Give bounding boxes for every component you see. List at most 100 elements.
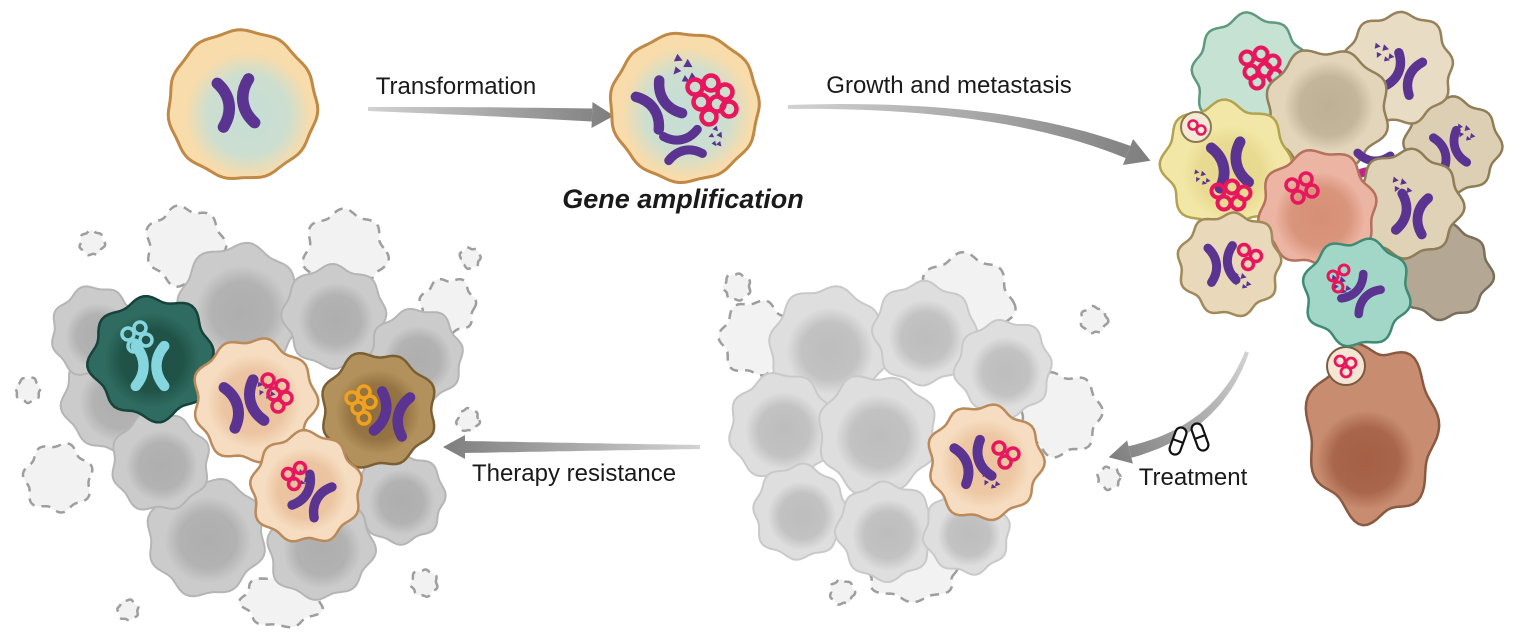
- cells-layer: [14, 10, 1504, 629]
- tumor-cell-yellow: [1158, 98, 1293, 233]
- ecdna-ring: [1252, 45, 1270, 63]
- dying-cell: [871, 279, 979, 387]
- chromosome-icon: [949, 434, 997, 490]
- ecdna-ring: [120, 326, 136, 342]
- label-treatment: Treatment: [1139, 464, 1248, 491]
- dead-cell-outline: [21, 442, 94, 514]
- chromosome-icon: [1203, 241, 1241, 287]
- treatment-arrow: [1108, 351, 1249, 464]
- nucleus: [298, 282, 374, 358]
- chromosome-fragments: [1392, 176, 1413, 196]
- nucleus: [786, 307, 874, 395]
- ecdna-ring: [286, 476, 302, 492]
- chromosome-fragments: [1233, 271, 1252, 289]
- chromosome-icon: [1380, 47, 1428, 101]
- chromosome-fragments: [673, 53, 698, 83]
- chromosome-icon: [659, 124, 707, 166]
- pill-icon: [1168, 426, 1188, 456]
- ecdna-ring: [701, 73, 721, 93]
- nucleus: [835, 394, 923, 482]
- ecdna-ring: [1248, 248, 1264, 264]
- pill-icon: [1190, 422, 1210, 452]
- nucleus: [335, 369, 421, 455]
- dead-cell-outline: [458, 246, 482, 271]
- ecdna-ring: [356, 410, 372, 426]
- dying-cell: [952, 319, 1053, 419]
- surviving-cell: [927, 403, 1046, 522]
- therapy-resistance-arrow: [443, 435, 700, 459]
- label-gene-amplification: Gene amplification: [562, 184, 804, 214]
- ecdna-ring: [699, 107, 719, 127]
- nucleus: [369, 469, 435, 535]
- chromosome-fragments: [1194, 169, 1211, 185]
- label-growth-and-metastasis: Growth and metastasis: [826, 72, 1071, 99]
- transformed-cell: [608, 31, 761, 185]
- tumor-cell-pink: [1256, 148, 1378, 270]
- chromosome-icon: [1390, 188, 1434, 240]
- ecdna-ring: [1326, 269, 1340, 283]
- ecdna-ring: [1005, 446, 1021, 462]
- ecdna-ring: [270, 398, 286, 414]
- dead-cell-outline: [14, 376, 42, 405]
- ecdna-ring: [1298, 171, 1314, 187]
- ecdna-ring: [138, 332, 154, 348]
- ecdna-ring: [1187, 119, 1199, 131]
- dead-cell-outline: [454, 406, 482, 433]
- chromosome-icon: [630, 75, 688, 135]
- tumor-cell-tan-bottom: [1176, 211, 1283, 318]
- resistant-cell-brown: [321, 351, 436, 469]
- chromosome-icon: [1337, 269, 1385, 319]
- nucleus: [126, 430, 198, 502]
- ecdna-ring: [126, 338, 142, 354]
- nucleus: [745, 392, 823, 470]
- dying-cell: [280, 263, 388, 370]
- ecdna-ring: [1337, 263, 1351, 277]
- nucleus: [888, 299, 964, 375]
- dead-cell-outline: [1096, 465, 1122, 492]
- resistant-cell-teal: [86, 294, 215, 424]
- label-therapy-resistance: Therapy resistance: [472, 460, 676, 487]
- dying-cell: [833, 480, 937, 583]
- chromosome-fragments: [708, 125, 723, 147]
- ecdna-ring: [278, 390, 294, 406]
- dying-cell: [728, 372, 837, 481]
- ecdna-ring: [997, 454, 1013, 470]
- dying-cell: [818, 375, 937, 495]
- dead-cell-outline: [828, 577, 857, 606]
- dead-cell-outline: [116, 598, 140, 622]
- tumor-cell-teal-bottom: [1301, 237, 1412, 348]
- nucleus: [1275, 172, 1365, 262]
- ecdna-ring: [991, 440, 1007, 456]
- growth-metastasis-arrow: [788, 104, 1151, 165]
- labels-layer: Transformation Gene amplification Growth…: [376, 72, 1248, 491]
- nucleus: [970, 336, 1042, 408]
- normal-cell: [166, 28, 320, 180]
- dead-cell-outline: [1079, 304, 1110, 335]
- nucleus: [767, 481, 837, 551]
- resistant-cell-tan-b: [249, 428, 363, 543]
- dead-cell-outline: [78, 228, 107, 257]
- ecdna-ring: [1236, 242, 1252, 258]
- nucleus: [1284, 61, 1374, 151]
- chromosome-icon: [218, 374, 270, 434]
- resistant-cell-tan-a: [193, 337, 320, 464]
- ecdna-ring: [1284, 177, 1300, 193]
- transformation-arrow: [368, 102, 614, 128]
- chromosome-fragments: [1457, 123, 1476, 141]
- nucleus: [852, 499, 924, 571]
- ecdna-ring: [1195, 124, 1207, 136]
- ecdna-ring: [1229, 194, 1247, 212]
- dying-cell: [352, 451, 447, 546]
- ecdna-ring: [1304, 183, 1320, 199]
- dying-cell: [752, 462, 851, 561]
- chromosome-icon: [368, 386, 416, 442]
- ecdna-ring: [292, 460, 308, 476]
- dead-cell-outline: [721, 272, 752, 302]
- chromosome-fragments: [1374, 42, 1395, 62]
- dying-cell: [111, 411, 210, 511]
- ecdna-ring: [362, 394, 378, 410]
- ecdna-ring: [1290, 189, 1306, 205]
- ecdna-ring: [1344, 356, 1358, 370]
- arrows-layer: [368, 102, 1249, 464]
